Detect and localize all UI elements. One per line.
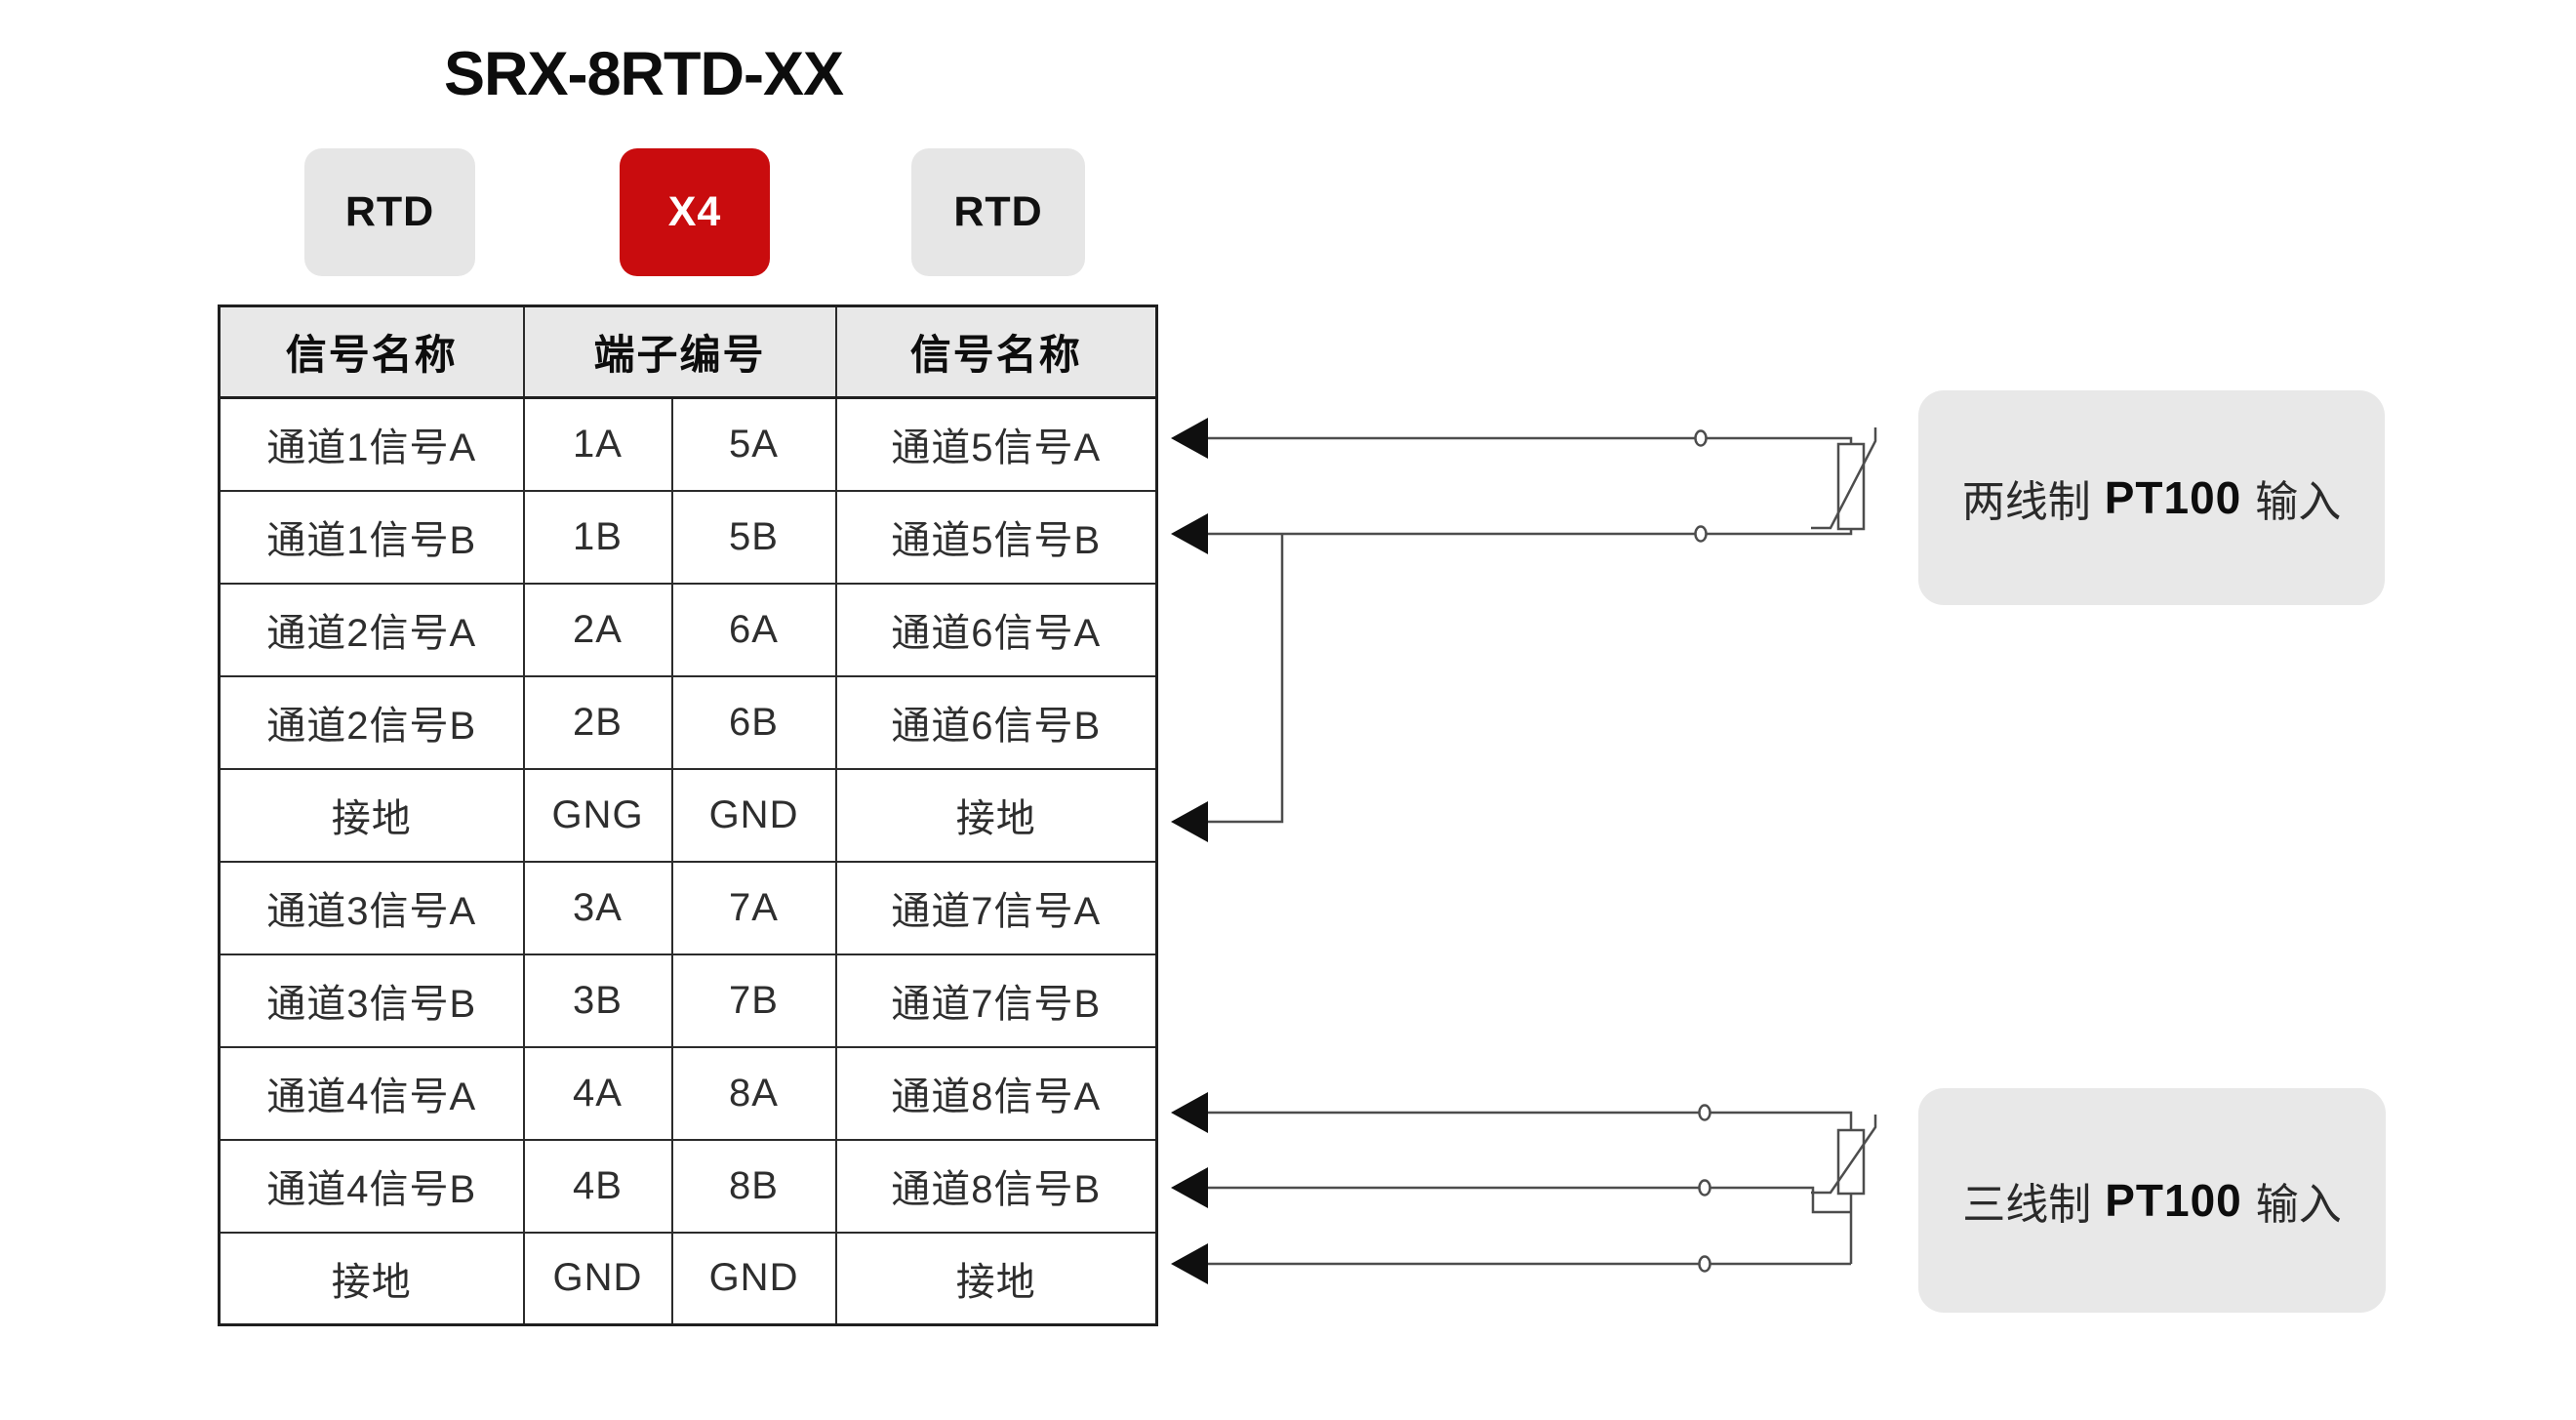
rtd-diagonal — [1811, 1115, 1877, 1195]
table-cell: 7A — [670, 860, 837, 955]
table-cell: 4A — [522, 1045, 673, 1141]
table-cell: 3B — [522, 953, 673, 1048]
wire-ch8-signal-a — [1204, 1111, 1853, 1130]
table-cell: 通道6信号A — [834, 582, 1158, 677]
label-text: 三线制 — [1962, 1181, 2092, 1229]
label-text: 两线制 — [1961, 478, 2091, 526]
table-cell: 通道8信号B — [834, 1138, 1158, 1234]
table-row: 接地 GND GND 接地 — [218, 1231, 1158, 1326]
label-three-wire-pt100-input: 三线制 PT100 输入 — [1918, 1088, 2386, 1313]
table-cell: 5A — [670, 396, 837, 492]
table-cell: 7B — [670, 953, 837, 1048]
table-cell: GND — [670, 767, 837, 863]
arrow-left-icon — [1171, 1243, 1208, 1284]
arrow-left-icon — [1171, 418, 1208, 459]
three-wire-circuit — [1171, 1092, 1877, 1284]
table-cell: 通道6信号B — [834, 674, 1158, 770]
table-cell: 8B — [670, 1138, 837, 1234]
table-cell: 通道7信号B — [834, 953, 1158, 1048]
table-cell: 6A — [670, 582, 837, 677]
table-cell: GND — [522, 1231, 673, 1326]
table-cell: 通道3信号B — [218, 953, 525, 1048]
table-cell: 6B — [670, 674, 837, 770]
table-cell: 通道2信号A — [218, 582, 525, 677]
junction-dot-icon — [1698, 1255, 1711, 1273]
table-cell: 2B — [522, 674, 673, 770]
table-cell: 接地 — [834, 767, 1158, 863]
table-cell: 2A — [522, 582, 673, 677]
junction-dot-icon — [1698, 1104, 1711, 1121]
rtd-sensor-icon — [1836, 442, 1866, 531]
table-cell: 通道4信号A — [218, 1045, 525, 1141]
table-cell: 通道8信号A — [834, 1045, 1158, 1141]
junction-dot-icon — [1698, 1179, 1711, 1197]
label-text: 输入 — [2255, 1181, 2342, 1229]
header-signal-name-right: 信号名称 — [834, 304, 1158, 399]
table-cell: GND — [670, 1231, 837, 1326]
table-cell: 接地 — [834, 1231, 1158, 1326]
header-signal-name-left: 信号名称 — [218, 304, 525, 399]
junction-dot-icon — [1694, 429, 1708, 447]
table-cell: 通道1信号A — [218, 396, 525, 492]
table-cell: GNG — [522, 767, 673, 863]
table-row: 通道3信号B 3B 7B 通道7信号B — [218, 953, 1158, 1048]
table-cell: 8A — [670, 1045, 837, 1141]
table-row: 通道1信号A 1A 5A 通道5信号A — [218, 396, 1158, 492]
table-row: 通道2信号A 2A 6A 通道6信号A — [218, 582, 1158, 677]
badge-rtd-left: RTD — [304, 148, 475, 276]
table-cell: 通道7信号A — [834, 860, 1158, 955]
table-cell: 1B — [522, 489, 673, 585]
table-cell: 1A — [522, 396, 673, 492]
table-cell: 通道2信号B — [218, 674, 525, 770]
badge-x4: X4 — [620, 148, 770, 276]
table-cell: 5B — [670, 489, 837, 585]
label-model: PT100 — [2105, 1175, 2242, 1226]
label-two-wire-pt100-input: 两线制 PT100 输入 — [1918, 390, 2385, 605]
wire-ch8-signal-b — [1204, 1186, 1851, 1214]
badge-rtd-right: RTD — [911, 148, 1085, 276]
table-cell: 接地 — [218, 767, 525, 863]
table-row: 接地 GNG GND 接地 — [218, 767, 1158, 863]
table-cell: 通道3信号A — [218, 860, 525, 955]
wire-ch5-signal-a — [1204, 436, 1853, 444]
label-model: PT100 — [2104, 472, 2242, 523]
table-row: 通道3信号A 3A 7A 通道7信号A — [218, 860, 1158, 955]
table-header-row: 信号名称 端子编号 信号名称 — [218, 304, 1158, 399]
arrow-left-icon — [1171, 1167, 1208, 1208]
table-row: 通道1信号B 1B 5B 通道5信号B — [218, 489, 1158, 585]
table-cell: 4B — [522, 1138, 673, 1234]
table-row: 通道2信号B 2B 6B 通道6信号B — [218, 674, 1158, 770]
table-row: 通道4信号A 4A 8A 通道8信号A — [218, 1045, 1158, 1141]
table-cell: 接地 — [218, 1231, 525, 1326]
wire-ch5-signal-b — [1204, 529, 1853, 536]
table-cell: 通道5信号B — [834, 489, 1158, 585]
arrow-left-icon — [1171, 1092, 1208, 1133]
arrow-left-icon — [1171, 801, 1208, 842]
table-cell: 通道4信号B — [218, 1138, 525, 1234]
table-cell: 通道1信号B — [218, 489, 525, 585]
arrow-left-icon — [1171, 513, 1208, 554]
header-terminal-number: 端子编号 — [522, 304, 837, 399]
wire-gnd-branch — [1206, 534, 1284, 824]
junction-dot-icon — [1694, 525, 1708, 543]
page-title: SRX-8RTD-XX — [444, 40, 844, 108]
two-wire-circuit — [1171, 418, 1877, 842]
label-text: 输入 — [2255, 478, 2342, 526]
rtd-diagonal — [1811, 427, 1877, 530]
table-cell: 3A — [522, 860, 673, 955]
table-row: 通道4信号B 4B 8B 通道8信号B — [218, 1138, 1158, 1234]
table-cell: 通道5信号A — [834, 396, 1158, 492]
terminal-assignment-table: 信号名称 端子编号 信号名称 通道1信号A 1A 5A 通道5信号A 通道1信号… — [218, 304, 1159, 1326]
